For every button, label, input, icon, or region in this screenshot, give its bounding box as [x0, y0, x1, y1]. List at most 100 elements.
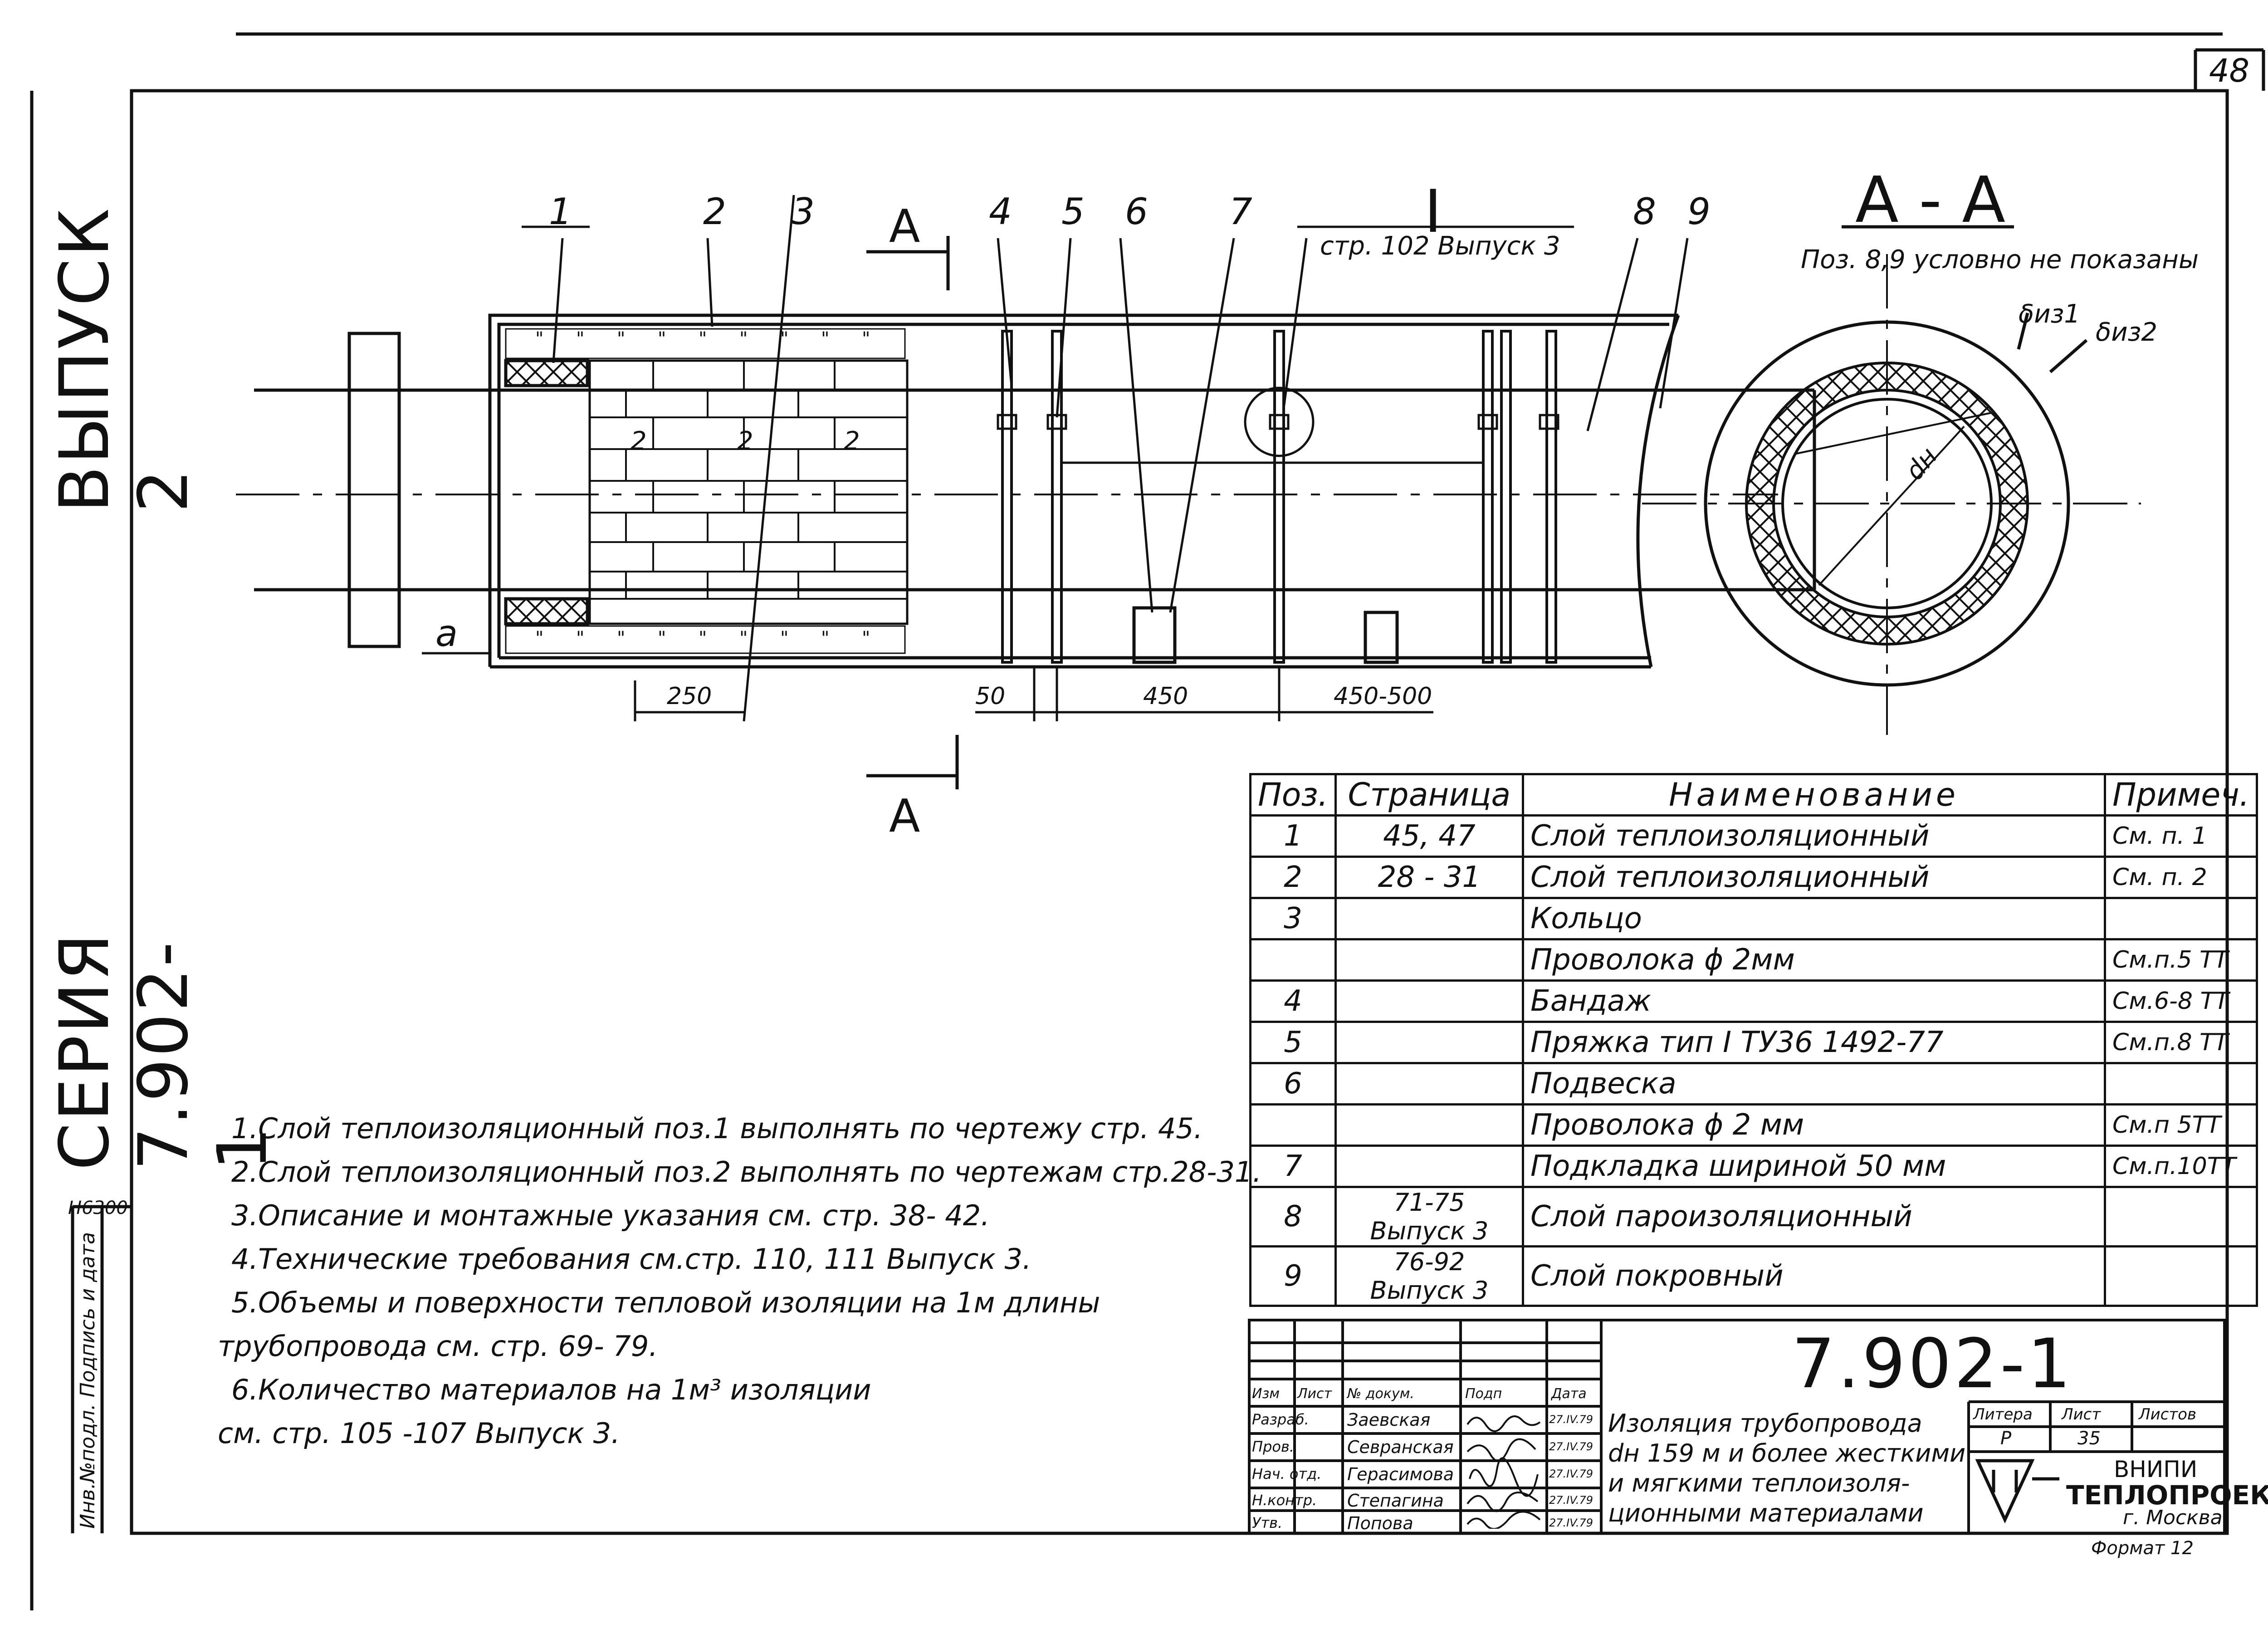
side-issue: ВЫПУСК 2: [45, 206, 203, 513]
section-note: Поз. 8,9 условно не показаны: [1801, 245, 2199, 274]
spec-header: Примеч.: [2103, 773, 2258, 817]
spec-cell: См.п.5 ТТ: [2103, 938, 2258, 982]
notes: 1.Слой теплоизоляционный поз.1 выполнять…: [218, 1107, 1262, 1455]
side-box-label: Инв.№подл. Подпись и дата: [76, 1232, 99, 1529]
spec-cell: Кольцо: [1521, 897, 2106, 940]
date: 27.IV.79: [1549, 1517, 1593, 1529]
side-series: СЕРИЯ 7.902-1: [45, 931, 282, 1170]
title-line: dн 159 м и более жесткими: [1608, 1439, 1966, 1468]
col-header: Подп: [1465, 1386, 1502, 1402]
spec-row: 7 Подкладка шириной 50 мм См.п.10ТТ: [1249, 1145, 2258, 1188]
sheets-label: Листов: [2139, 1405, 2197, 1424]
spec-cell: [1334, 1021, 1524, 1064]
title-line: Изоляция трубопровода: [1608, 1409, 1922, 1438]
date: 27.IV.79: [1549, 1468, 1593, 1480]
page-number: 48: [2209, 52, 2250, 89]
dim-a: а: [435, 612, 458, 655]
detail-mark: I: [1424, 177, 1442, 246]
spec-cell: Бандаж: [1521, 979, 2106, 1023]
note-line: 3.Описание и монтажные указания см. стр.…: [231, 1199, 990, 1232]
spec-cell: [2103, 1186, 2258, 1248]
note-line: 2.Слой теплоизоляционный поз.2 выполнять…: [231, 1155, 1262, 1189]
spec-cell: 8: [1249, 1186, 1337, 1248]
spec-row: 3 Кольцо: [1249, 897, 2258, 940]
title-text: Изоляция трубопровода dн 159 м и более ж…: [1608, 1409, 1965, 1528]
spec-cell: 71-75 Выпуск 3: [1334, 1186, 1524, 1248]
section-mark-bottom: А: [889, 789, 920, 842]
note-line: 4.Технические требования см.стр. 110, 11…: [231, 1243, 1031, 1276]
dim-450-500: 450-500: [1334, 683, 1432, 710]
org-city: г. Москва: [2123, 1506, 2223, 1529]
spec-header-row: Поз. Страница Наименование Примеч.: [1249, 773, 2258, 817]
note-line: 5.Объемы и поверхности тепловой изоляции…: [231, 1286, 1100, 1319]
spec-cell: Пряжка тип I ТУ36 1492-77: [1521, 1021, 2106, 1064]
title-line: и мягкими теплоизоля-: [1608, 1469, 1910, 1497]
spec-cell: [1249, 938, 1337, 982]
callout-5: 5: [1061, 191, 1085, 233]
spec-cell: См.п.8 ТТ: [2103, 1021, 2258, 1064]
spec-cell: Слой покровный: [1521, 1245, 2106, 1307]
spec-header: Наименование: [1521, 773, 2106, 817]
spec-row: 6 Подвеска: [1249, 1062, 2258, 1106]
spec-row: Проволока ϕ 2мм См.п.5 ТТ: [1249, 938, 2258, 982]
role: Утв.: [1252, 1514, 1283, 1531]
spec-row: 8 71-75 Выпуск 3 Слой пароизоляционный: [1249, 1186, 2258, 1248]
spec-cell: [1334, 1062, 1524, 1106]
spec-cell: 9: [1249, 1245, 1337, 1307]
spec-cell: См.п 5ТТ: [2103, 1103, 2258, 1147]
spec-cell: 76-92 Выпуск 3: [1334, 1245, 1524, 1307]
name: Заевская: [1347, 1410, 1431, 1430]
title-block-lines: [1248, 1319, 2226, 1535]
spec-cell: [1334, 1103, 1524, 1147]
date: 27.IV.79: [1549, 1413, 1593, 1426]
note-line: 1.Слой теплоизоляционный поз.1 выполнять…: [231, 1112, 1203, 1145]
spec-cell: [2103, 897, 2258, 940]
role: Нач. отд.: [1252, 1465, 1322, 1482]
spec-header: Страница: [1334, 773, 1524, 817]
spec-cell: См. п. 2: [2103, 856, 2258, 899]
spec-table: Поз. Страница Наименование Примеч. 1 45,…: [1249, 773, 2258, 1307]
dim-450: 450: [1143, 683, 1188, 710]
spec-row: 2 28 - 31 Слой теплоизоляционный См. п. …: [1249, 856, 2258, 899]
spec-cell: Слой теплоизоляционный: [1521, 814, 2106, 858]
spec-cell: [1334, 938, 1524, 982]
callout-2: 2: [703, 191, 726, 233]
role: Разраб.: [1252, 1411, 1309, 1428]
sheet-label: Лист: [2062, 1405, 2101, 1424]
format-label: Формат 12: [2091, 1538, 2194, 1559]
litera-label: Литера: [1973, 1405, 2033, 1424]
org-logo: [1975, 1459, 2059, 1524]
callout-4: 4: [989, 191, 1012, 233]
delta1-label: δиз1: [2019, 299, 2081, 329]
note-line: трубопровода см. стр. 69- 79.: [218, 1330, 658, 1363]
casing-outer: [488, 313, 1678, 667]
date: 27.IV.79: [1549, 1440, 1593, 1453]
spec-cell: 4: [1249, 979, 1337, 1023]
org-name-2: ТЕПЛОПРОЕКТ: [2066, 1480, 2268, 1511]
spec-cell: Проволока ϕ 2 мм: [1521, 1103, 2106, 1147]
org-name-1: ВНИПИ: [2114, 1456, 2198, 1482]
spec-cell: 6: [1249, 1062, 1337, 1106]
date: 27.IV.79: [1549, 1494, 1593, 1507]
layer-mark: 2: [844, 426, 860, 456]
spec-cell: [2103, 1245, 2258, 1307]
spec-cell: Подвеска: [1521, 1062, 2106, 1106]
col-header: Изм: [1252, 1386, 1280, 1402]
spec-cell: См. п. 1: [2103, 814, 2258, 858]
sheet-value: 35: [2077, 1428, 2101, 1449]
doc-number: 7.902-1: [1792, 1325, 2073, 1404]
spec-cell: Слой пароизоляционный: [1521, 1186, 2106, 1248]
spec-cell: 45, 47: [1334, 814, 1524, 858]
note-line: см. стр. 105 -107 Выпуск 3.: [218, 1417, 620, 1450]
spec-cell: 28 - 31: [1334, 856, 1524, 899]
litera-value: Р: [2000, 1428, 2012, 1449]
detail-ref: стр. 102 Выпуск 3: [1320, 231, 1560, 261]
callout-3: 3: [792, 191, 815, 233]
layer-mark: 2: [631, 426, 647, 456]
spec-row: Проволока ϕ 2 мм См.п 5ТТ: [1249, 1103, 2258, 1147]
spec-header: Поз.: [1249, 773, 1337, 817]
spec-row: 5 Пряжка тип I ТУ36 1492-77 См.п.8 ТТ: [1249, 1021, 2258, 1064]
callout-8: 8: [1633, 191, 1656, 233]
spec-cell: [2103, 1062, 2258, 1106]
spec-cell: [1334, 897, 1524, 940]
